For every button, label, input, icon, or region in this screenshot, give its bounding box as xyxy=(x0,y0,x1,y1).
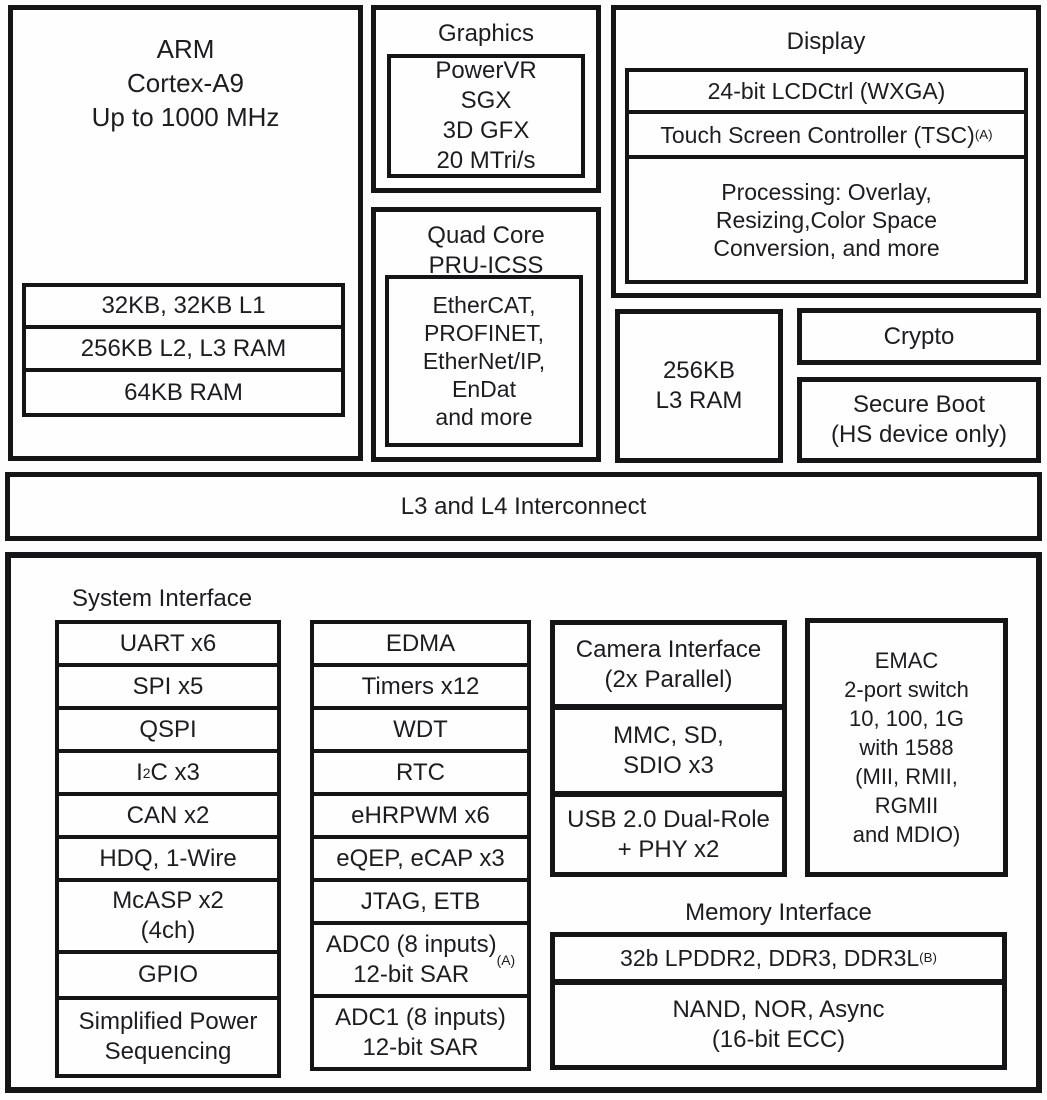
graphics-gpu: PowerVR SGX 3D GFX 20 MTri/s xyxy=(387,54,585,178)
peripheral-wdt: WDT xyxy=(310,706,531,753)
i2c-prefix: I xyxy=(136,758,143,786)
peripheral-spi: SPI x5 xyxy=(55,663,281,710)
peripheral-adc0: ADC0 (8 inputs) 12-bit SAR(A) xyxy=(310,921,531,998)
pru-icss-block: Quad Core PRU-ICSS EtherCAT, PROFINET, E… xyxy=(371,207,601,462)
display-lcd-controller: 24-bit LCDCtrl (WXGA) xyxy=(625,68,1028,114)
peripheral-emac: EMAC 2-port switch 10, 100, 1G with 1588… xyxy=(805,618,1008,877)
l3-ram-block: 256KB L3 RAM xyxy=(615,309,783,463)
peripheral-rtc: RTC xyxy=(310,749,531,796)
display-processing: Processing: Overlay, Resizing,Color Spac… xyxy=(625,155,1028,284)
i2c-suffix: C x3 xyxy=(150,758,200,786)
memory-ddr-controller: 32b LPDDR2, DDR3, DDR3L(B) xyxy=(550,932,1007,984)
memory-nand-nor: NAND, NOR, Async (16-bit ECC) xyxy=(550,980,1007,1070)
peripheral-timers: Timers x12 xyxy=(310,663,531,710)
peripheral-hdq-1wire: HDQ, 1-Wire xyxy=(55,835,281,882)
peripheral-power-sequencing: Simplified Power Sequencing xyxy=(55,996,281,1078)
arm-block: ARM Cortex-A9 Up to 1000 MHz 32KB, 32KB … xyxy=(8,5,363,461)
ddr-label: 32b LPDDR2, DDR3, DDR3L xyxy=(620,945,920,971)
arm-title: ARM Cortex-A9 Up to 1000 MHz xyxy=(91,34,280,132)
peripheral-uart: UART x6 xyxy=(55,620,281,667)
peripheral-usb: USB 2.0 Dual-Role + PHY x2 xyxy=(550,792,787,877)
arm-ram: 64KB RAM xyxy=(22,368,345,417)
graphics-block: Graphics PowerVR SGX 3D GFX 20 MTri/s xyxy=(371,5,601,193)
adc0-label: ADC0 (8 inputs) 12-bit SAR xyxy=(325,930,497,988)
crypto-block: Crypto xyxy=(797,308,1041,365)
touch-controller-label: Touch Screen Controller (TSC) xyxy=(660,121,975,148)
peripheral-ehrpwm: eHRPWM x6 xyxy=(310,792,531,839)
secure-boot-block: Secure Boot (HS device only) xyxy=(797,377,1041,463)
peripheral-adc1: ADC1 (8 inputs) 12-bit SAR xyxy=(310,994,531,1071)
arm-l1-cache: 32KB, 32KB L1 xyxy=(22,283,345,329)
display-title: Display xyxy=(786,28,866,55)
pru-icss-title: Quad Core PRU-ICSS xyxy=(427,222,545,279)
display-touch-controller: Touch Screen Controller (TSC)(A) xyxy=(625,110,1028,159)
peripheral-camera-interface: Camera Interface (2x Parallel) xyxy=(550,620,787,709)
memory-interface-title: Memory Interface xyxy=(685,899,872,926)
peripheral-eqep-ecap: eQEP, eCAP x3 xyxy=(310,835,531,882)
peripheral-mcasp: McASP x2 (4ch) xyxy=(55,878,281,954)
peripheral-qspi: QSPI xyxy=(55,706,281,753)
peripheral-edma: EDMA xyxy=(310,620,531,667)
display-block: Display 24-bit LCDCtrl (WXGA) Touch Scre… xyxy=(611,5,1041,298)
peripheral-mmc-sd: MMC, SD, SDIO x3 xyxy=(550,705,787,796)
peripheral-gpio: GPIO xyxy=(55,950,281,1000)
peripheral-can: CAN x2 xyxy=(55,792,281,839)
pru-icss-protocols: EtherCAT, PROFINET, EtherNet/IP, EnDat a… xyxy=(385,275,583,447)
peripheral-jtag-etb: JTAG, ETB xyxy=(310,878,531,925)
interconnect-bar: L3 and L4 Interconnect xyxy=(5,472,1042,541)
graphics-title: Graphics xyxy=(437,20,535,47)
arm-l2-cache: 256KB L2, L3 RAM xyxy=(22,325,345,372)
system-interface-title: System Interface xyxy=(72,585,253,612)
